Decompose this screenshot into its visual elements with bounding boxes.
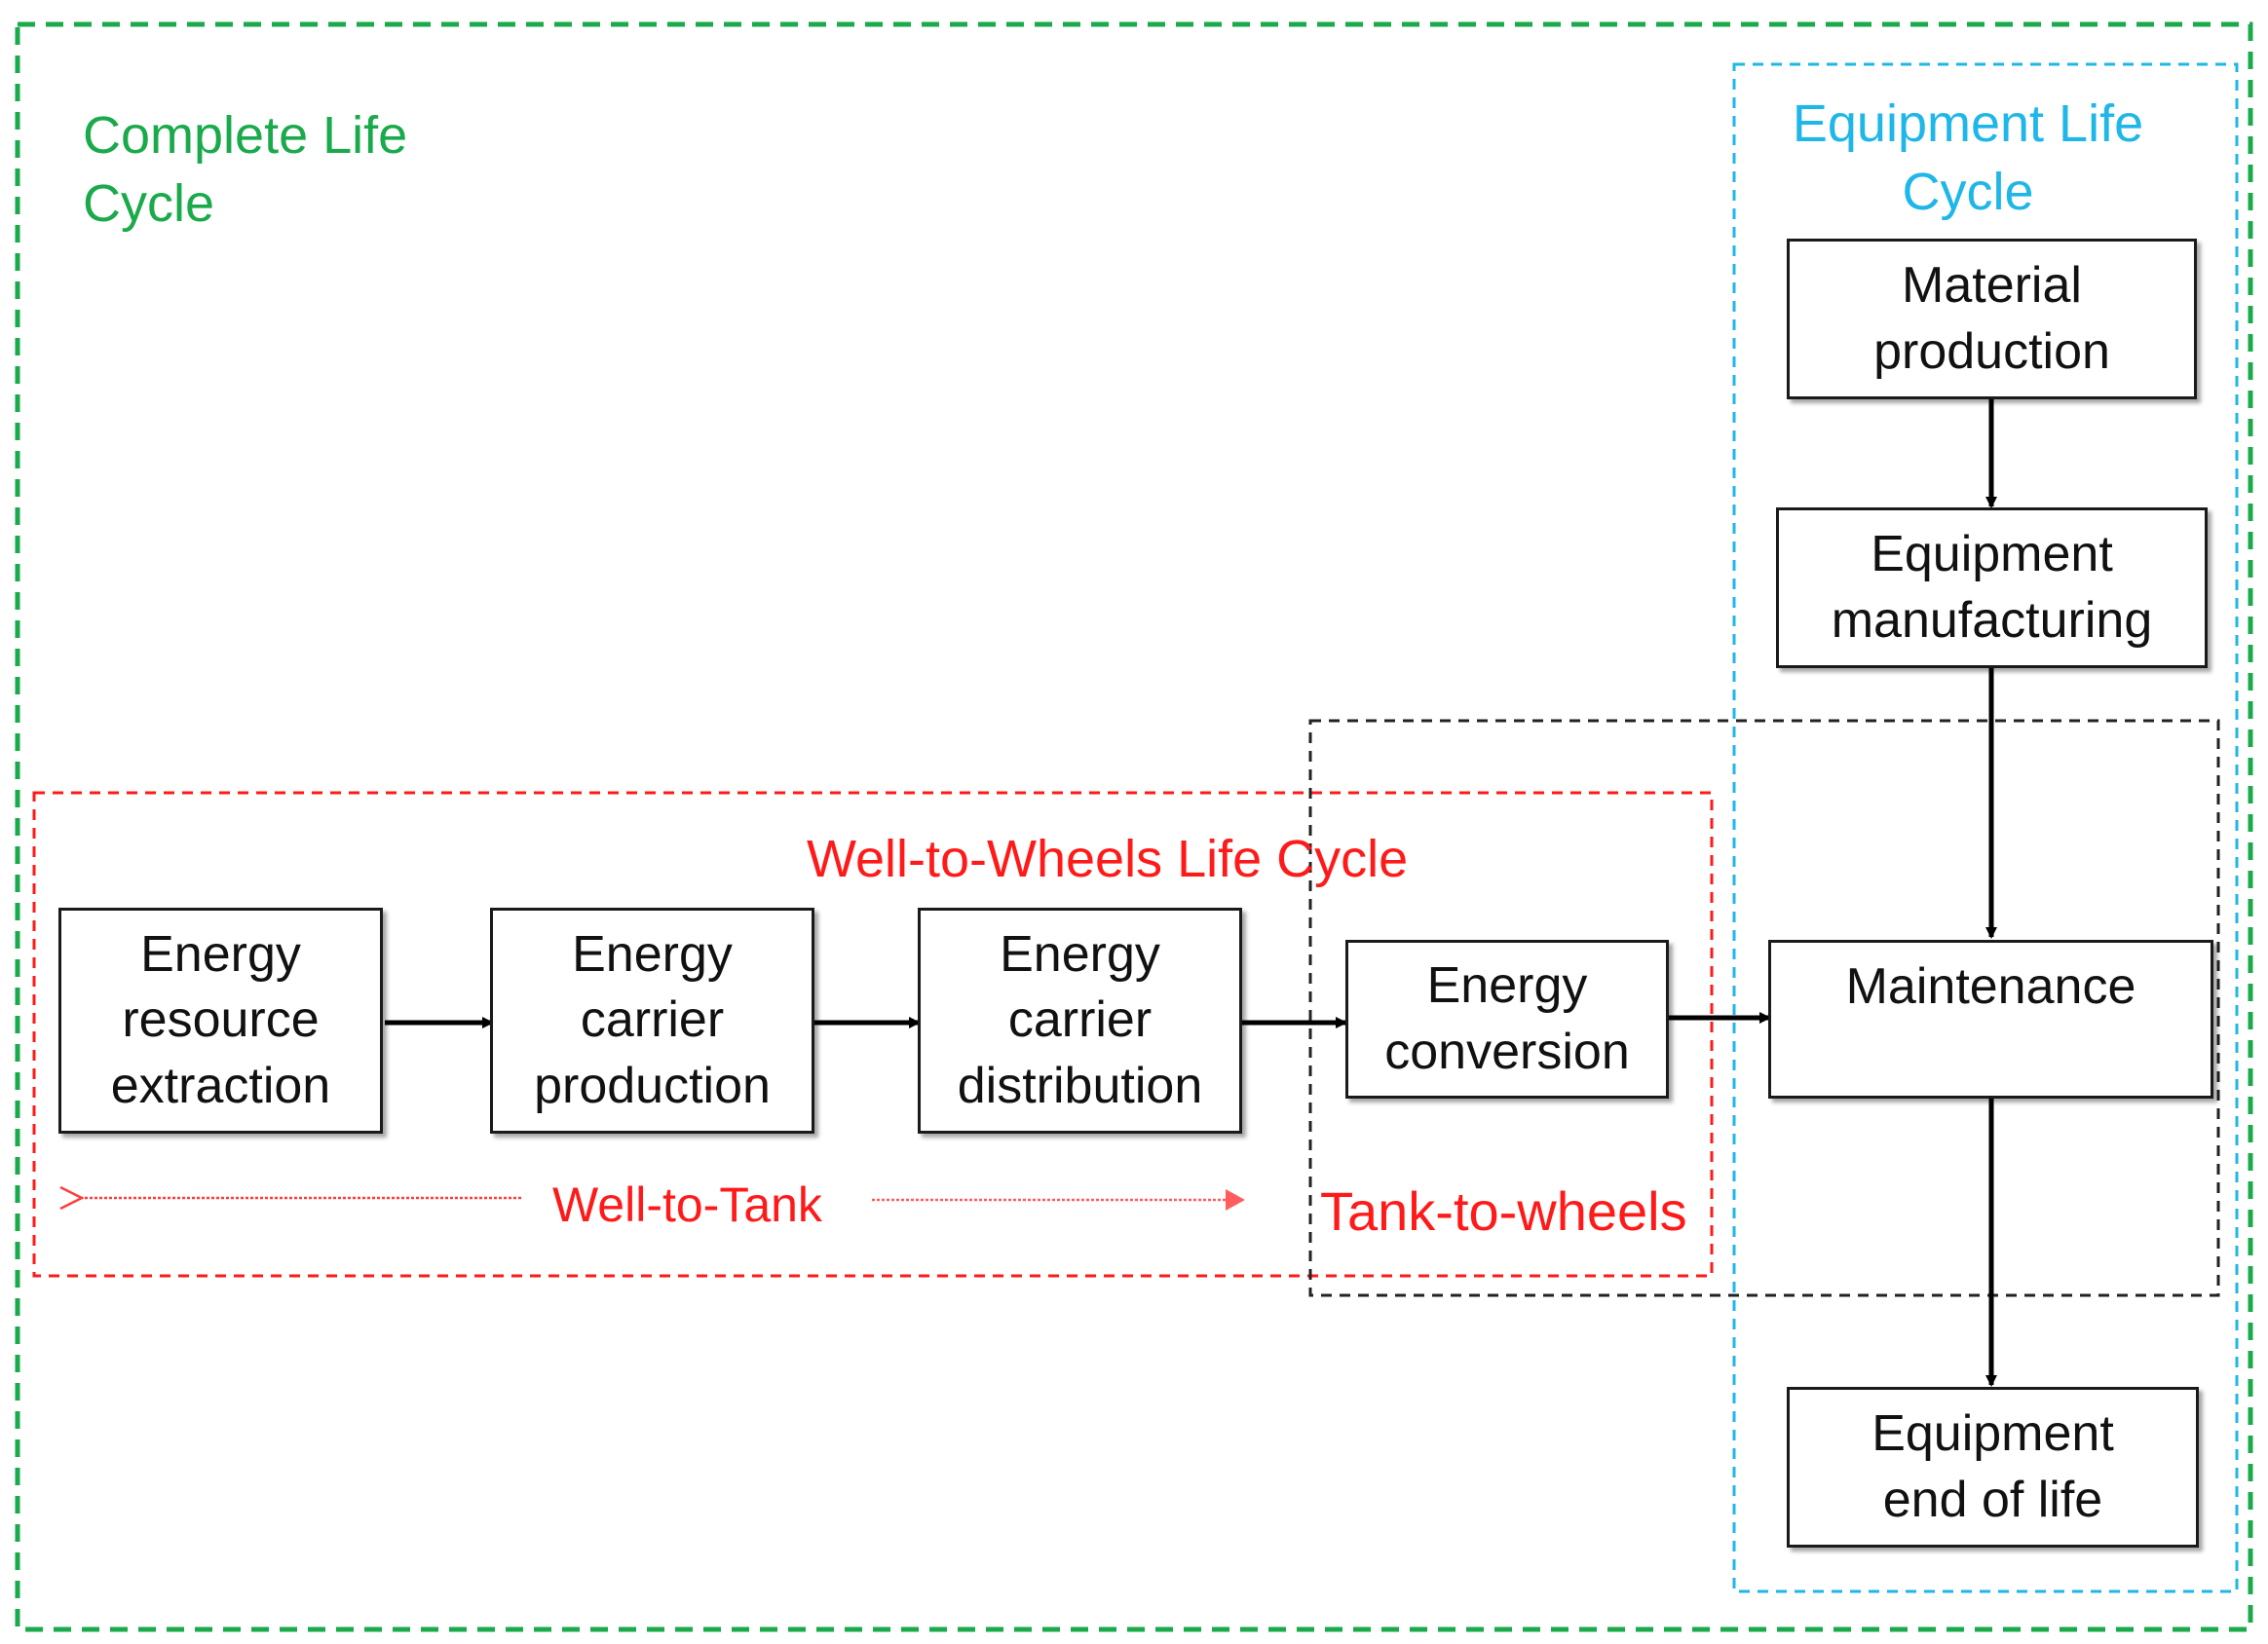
- box-energy-resource-extraction: Energy resource extraction: [58, 908, 383, 1134]
- box-energy-carrier-distribution: Energy carrier distribution: [918, 908, 1242, 1134]
- box-equipment-end-of-life: Equipment end of life: [1787, 1387, 2199, 1548]
- tank-to-wheels-label: Tank-to-wheels: [1320, 1180, 1687, 1242]
- box-maintenance: Maintenance: [1768, 940, 2213, 1099]
- equipment-life-cycle-region: [1732, 62, 2239, 1593]
- tank-to-wheels-region: [1308, 719, 2220, 1297]
- equipment-life-cycle-label: Equipment Life Cycle: [1792, 94, 2144, 222]
- well-to-tank-label: Well-to-Tank: [552, 1177, 822, 1232]
- complete-life-cycle-label: Complete Life Cycle: [83, 106, 408, 234]
- well-to-wheels-region: [32, 791, 1714, 1278]
- box-energy-carrier-production: Energy carrier production: [490, 908, 814, 1134]
- box-material-production: Material production: [1787, 239, 2197, 399]
- complete-life-cycle-region: [15, 21, 2253, 1632]
- box-equipment-manufacturing: Equipment manufacturing: [1776, 507, 2208, 668]
- well-to-wheels-label: Well-to-Wheels Life Cycle: [807, 830, 1409, 888]
- box-energy-conversion: Energy conversion: [1345, 940, 1669, 1099]
